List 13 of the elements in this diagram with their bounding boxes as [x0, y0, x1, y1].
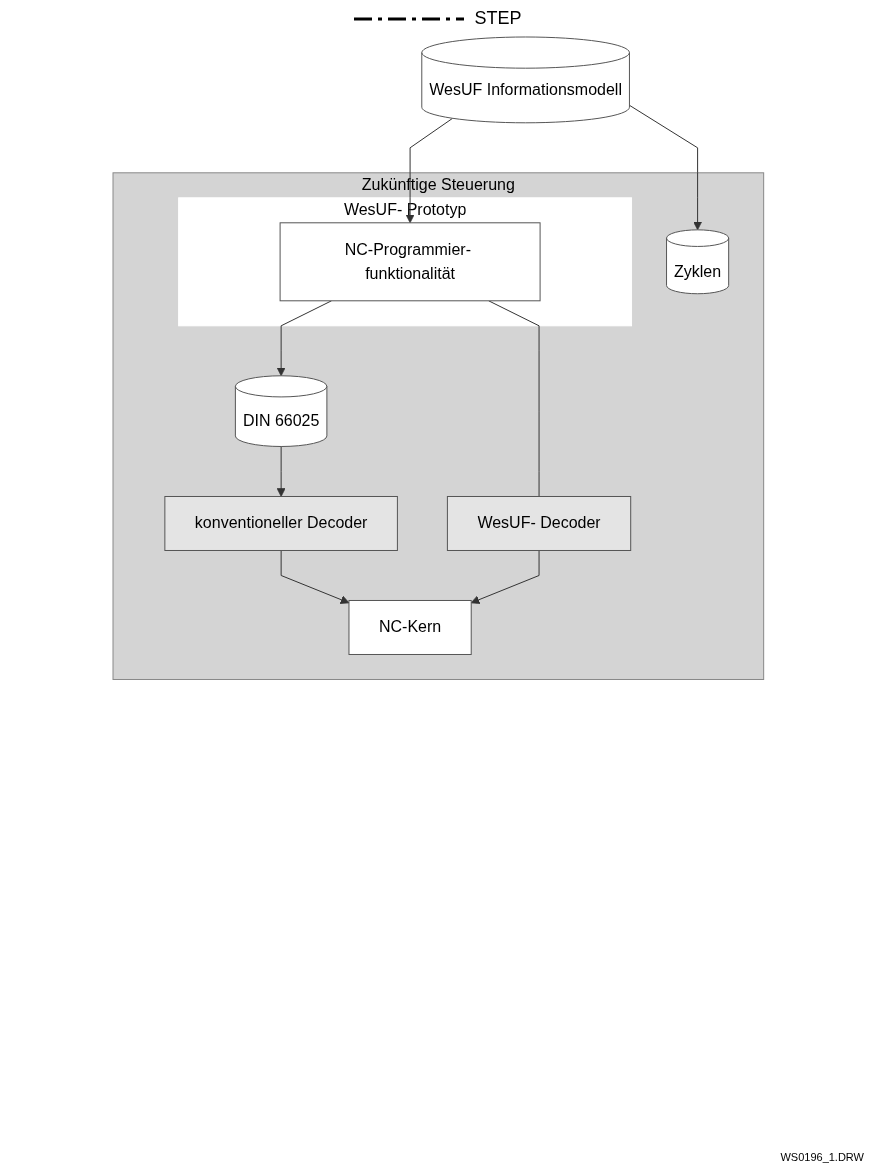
node-box: konventioneller Decoder [164, 496, 398, 551]
arrow [470, 550, 540, 604]
arrow [628, 104, 702, 231]
arrow [276, 446, 286, 497]
node-box: NC-Programmier- funktionalität [279, 222, 541, 302]
arrow [276, 300, 332, 377]
connector [487, 300, 540, 497]
node-box: NC-Kern [348, 600, 472, 655]
arrow [405, 117, 453, 224]
interface-label: STEP [474, 8, 522, 29]
file-name: WS0196_1.DRW [780, 1151, 864, 1163]
node-box: WesUF- Decoder [446, 496, 631, 551]
arrow [280, 550, 350, 604]
